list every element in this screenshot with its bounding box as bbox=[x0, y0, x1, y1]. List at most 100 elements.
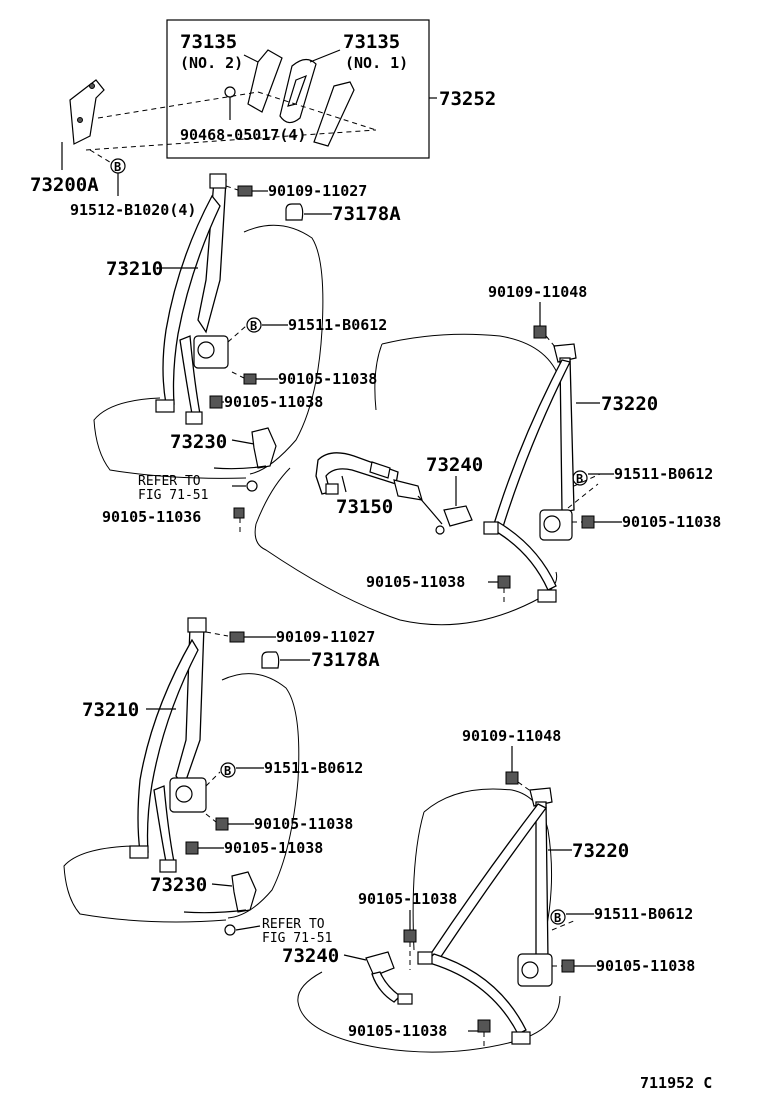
front-seat-cushion bbox=[93, 397, 247, 479]
rear-top-bolt-label: 90109-11048 bbox=[462, 727, 561, 745]
bracket-bolt-label: 91512-B1020(4) bbox=[70, 201, 196, 219]
rear-bolt-icon bbox=[581, 515, 595, 529]
cap-icon bbox=[261, 651, 280, 669]
top-bolt-label: 90109-11027 bbox=[268, 182, 367, 200]
lower-assembly: 73210 90109-11027 73178A B 91511-B0612 9… bbox=[63, 617, 695, 1053]
top-bolt-line bbox=[205, 631, 229, 637]
rear-lower-anchor bbox=[483, 521, 499, 535]
svg-text:B: B bbox=[576, 472, 583, 486]
buckle-part bbox=[251, 427, 277, 469]
retractor-bolt-label: 91511-B0612 bbox=[264, 759, 363, 777]
shield-no2-note: (NO. 2) bbox=[180, 54, 243, 72]
floor-bolt-label: 90105-11036 bbox=[102, 508, 201, 526]
front-seat-back bbox=[221, 673, 300, 919]
cap-label: 73178A bbox=[332, 203, 401, 225]
mid-bolt-icon bbox=[403, 929, 417, 943]
rear-seat-cushion bbox=[297, 971, 561, 1053]
shield-no2-part bbox=[247, 49, 283, 113]
center-belt-leader bbox=[341, 475, 347, 493]
rear-seat-cushion-edge bbox=[255, 467, 291, 525]
buckle2-leader bbox=[343, 954, 367, 961]
svg-text:B: B bbox=[250, 319, 257, 333]
bracket-part bbox=[69, 79, 105, 145]
assembly-label: 73252 bbox=[439, 88, 496, 110]
rear-bolt-label: 90105-11038 bbox=[596, 957, 695, 975]
buckle-wire bbox=[213, 465, 267, 470]
front-seat-cushion bbox=[63, 845, 227, 923]
refer-line2: FIG 71-51 bbox=[262, 931, 332, 946]
top-bolt-label: 90109-11027 bbox=[276, 628, 375, 646]
front-lower-anchor bbox=[155, 399, 175, 413]
front-lower-anchor bbox=[129, 845, 149, 859]
projection-line bbox=[257, 91, 377, 131]
refer-connector-icon bbox=[246, 480, 258, 492]
cap-label: 73178A bbox=[311, 649, 380, 671]
svg-text:B: B bbox=[224, 764, 231, 778]
bracket-label: 73200A bbox=[30, 174, 99, 196]
floor-bolt-icon bbox=[233, 507, 245, 519]
buckle-label: 73230 bbox=[150, 874, 207, 896]
rear-belt-webbing bbox=[427, 803, 547, 965]
refer-line2: FIG 71-51 bbox=[138, 488, 208, 503]
retractor-bolt-label: 91511-B0612 bbox=[288, 316, 387, 334]
floor-bolt-label: 90105-11038 bbox=[348, 1022, 447, 1040]
rear-top-bolt-line bbox=[517, 781, 533, 793]
buckle-wire bbox=[183, 909, 247, 914]
center-buckle-label: 73240 bbox=[426, 454, 483, 476]
bracket-hole bbox=[89, 83, 95, 89]
rear-top-bolt-line bbox=[545, 335, 557, 349]
rear-floor-anchor bbox=[537, 589, 557, 603]
front-retractor-reel bbox=[197, 341, 215, 359]
rear-lower-anchor bbox=[417, 951, 433, 965]
rear-belt-lower bbox=[424, 953, 527, 1035]
bolt-a-icon bbox=[215, 817, 229, 831]
svg-text:B: B bbox=[114, 160, 121, 174]
rear-belt-lower bbox=[488, 521, 557, 591]
marker-line bbox=[227, 325, 247, 343]
buckle2-strap bbox=[371, 971, 402, 1003]
rear-belt-label: 73220 bbox=[601, 393, 658, 415]
center-belt-anchor bbox=[325, 483, 339, 495]
bolt-a-icon bbox=[243, 373, 257, 385]
marker-line bbox=[573, 473, 601, 487]
center-buckle-strap bbox=[417, 495, 443, 525]
svg-text:B: B bbox=[554, 911, 561, 925]
front-retractor-reel bbox=[175, 785, 193, 803]
buckle2-label: 73240 bbox=[282, 945, 339, 967]
cap-icon bbox=[285, 203, 304, 221]
center-belt-label: 73150 bbox=[336, 496, 393, 518]
bolt-a-label: 90105-11038 bbox=[254, 815, 353, 833]
rear-seat-back bbox=[381, 333, 561, 381]
rear-seat-back-edge bbox=[374, 343, 383, 411]
bolt-a-line bbox=[231, 371, 245, 379]
marker-b: B bbox=[550, 909, 566, 925]
marker-line bbox=[89, 149, 114, 165]
bolt-b-label: 90105-11038 bbox=[224, 839, 323, 857]
marker-line bbox=[205, 771, 221, 787]
buckle-leader bbox=[211, 883, 233, 887]
bolt-b-icon bbox=[185, 841, 199, 855]
marker-b: B bbox=[572, 470, 588, 486]
rear-seat-back-edge bbox=[412, 811, 425, 951]
shield-no1-leader bbox=[309, 49, 341, 63]
front-anchor-part bbox=[187, 617, 207, 633]
shield-no1-number: 73135 bbox=[343, 31, 400, 53]
top-bolt-icon bbox=[237, 185, 253, 197]
buckle-label: 73230 bbox=[170, 431, 227, 453]
rear-seat-back bbox=[423, 788, 553, 931]
upper-assembly: 73200A B 91512-B1020(4) 73210 90109-1102… bbox=[30, 79, 721, 626]
marker-b: B bbox=[246, 317, 262, 333]
refer-leader bbox=[235, 925, 261, 931]
center-buckle-tongue bbox=[393, 479, 423, 501]
rear-retractor-bolt-label: 91511-B0612 bbox=[614, 465, 713, 483]
rear-top-bolt-label: 90109-11048 bbox=[488, 283, 587, 301]
projection-line bbox=[97, 91, 259, 119]
rear-belt-webbing bbox=[493, 359, 571, 532]
figure-code: 711952 C bbox=[640, 1074, 712, 1092]
shield-no1-note: (NO. 1) bbox=[345, 54, 408, 72]
shield-no2-leader bbox=[243, 54, 259, 63]
bolt-b-label: 90105-11038 bbox=[224, 393, 323, 411]
front-lower-anchor bbox=[185, 411, 203, 425]
rear-belt-vertical bbox=[535, 801, 549, 963]
